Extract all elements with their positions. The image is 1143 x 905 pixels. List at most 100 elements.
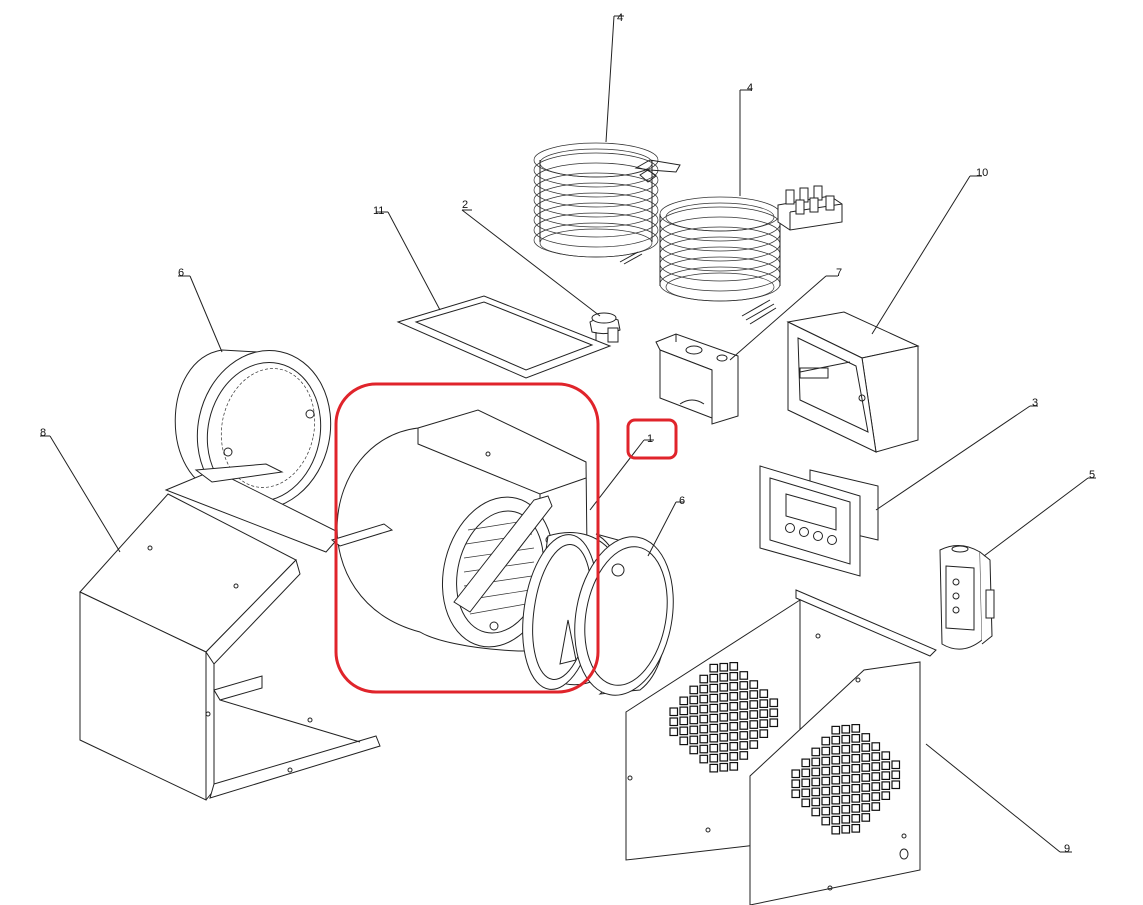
gasket-frame — [396, 295, 612, 379]
grille-cell — [689, 705, 699, 715]
grille-cell — [769, 698, 779, 708]
grille-cell — [749, 710, 759, 719]
grille-cell — [821, 796, 831, 806]
grille-cell — [821, 766, 831, 776]
grille-cell — [709, 733, 719, 743]
grille-cell — [861, 753, 871, 762]
mounting-bracket — [655, 333, 739, 425]
grille-cell — [861, 743, 871, 752]
grille-cell — [729, 741, 739, 751]
grille-cell — [881, 791, 891, 801]
grille-cell — [861, 813, 871, 822]
grille-cell — [729, 701, 739, 711]
grille-cell — [841, 724, 851, 734]
grille-cell — [699, 674, 709, 684]
grille-cell — [831, 745, 841, 755]
grille-cell — [699, 704, 709, 714]
grille-cell — [821, 806, 831, 816]
grille-cell — [679, 726, 689, 736]
grille-cell — [749, 740, 759, 749]
grille-cell — [851, 753, 861, 763]
grille-cell — [821, 756, 831, 766]
callout-labels: 4 4 2 11 10 7 6 8 1 6 3 5 9 — [40, 12, 1095, 855]
callout-remote-control: 5 — [1089, 469, 1095, 481]
grille-cell — [739, 731, 749, 740]
grille-cell — [729, 721, 739, 731]
grille-cell — [749, 700, 759, 709]
grille-cell — [759, 709, 769, 719]
grille-cell — [851, 733, 861, 743]
grille-cell — [669, 727, 679, 737]
grille-cell — [891, 780, 901, 790]
grille-cell — [709, 713, 719, 723]
grille-cell — [801, 798, 811, 808]
grille-cell — [669, 707, 679, 717]
grille-cell — [729, 691, 739, 701]
grille-cell — [679, 716, 689, 726]
grille-cell — [831, 775, 841, 785]
grille-cell — [699, 724, 709, 734]
grille-cell — [851, 723, 861, 733]
grille-cell — [719, 732, 729, 742]
grille-cell — [811, 757, 821, 767]
grille-cell — [811, 777, 821, 787]
callout-blower-fan: 1 — [647, 433, 653, 445]
electrical-box — [786, 311, 920, 453]
grille-panels — [625, 589, 937, 905]
grille-cell — [699, 754, 709, 764]
grille-cell — [831, 815, 841, 825]
grille-cell — [871, 762, 881, 771]
grille-cell — [861, 773, 871, 782]
callout-electrical-box: 10 — [976, 167, 988, 179]
thermostat-switch — [589, 312, 621, 343]
grille-cell — [719, 692, 729, 702]
duct-collar-left — [164, 349, 343, 553]
grille-cell — [719, 672, 729, 682]
heater-coil-terminal — [659, 185, 843, 325]
grille-cell — [719, 662, 729, 672]
grille-cell — [759, 729, 769, 739]
grille-cell — [699, 744, 709, 754]
grille-cell — [871, 802, 881, 811]
callout-grille-panels: 9 — [1064, 843, 1070, 855]
grille-cell — [679, 696, 689, 706]
grille-cell — [861, 763, 871, 772]
callout-heater-coil-terminal: 4 — [747, 82, 753, 94]
grille-cell — [769, 708, 779, 718]
grille-cell — [729, 731, 739, 741]
grille-cell — [851, 803, 861, 813]
grille-cell — [729, 761, 739, 771]
grille-cell — [871, 782, 881, 791]
grille-cell — [729, 751, 739, 761]
grille-cell — [821, 736, 831, 746]
grille-cell — [831, 785, 841, 795]
grille-cell — [831, 825, 841, 835]
grille-cell — [689, 735, 699, 745]
grille-cell — [861, 783, 871, 792]
grille-cell — [759, 699, 769, 709]
callout-housing-cover: 8 — [40, 427, 46, 439]
grille-cell — [841, 754, 851, 764]
grille-cell — [811, 807, 821, 817]
grille-cell — [709, 683, 719, 693]
grille-cell — [841, 784, 851, 794]
grille-cell — [891, 770, 901, 780]
grille-cell — [769, 718, 779, 728]
grille-cell — [709, 673, 719, 683]
grille-cell — [749, 720, 759, 729]
grille-cell — [739, 711, 749, 720]
grille-cell — [719, 722, 729, 732]
grille-cell — [719, 762, 729, 772]
grille-cell — [791, 789, 801, 799]
grille-cell — [881, 761, 891, 771]
grille-cell — [719, 742, 729, 752]
grille-cell — [841, 774, 851, 784]
grille-cell — [699, 694, 709, 704]
highlight-blower-fan — [334, 382, 600, 694]
grille-cell — [739, 671, 749, 680]
grille-cell — [719, 712, 729, 722]
grille-cell — [729, 681, 739, 691]
heater-coil-top — [533, 142, 681, 265]
grille-cell — [811, 797, 821, 807]
grille-cell — [709, 723, 719, 733]
